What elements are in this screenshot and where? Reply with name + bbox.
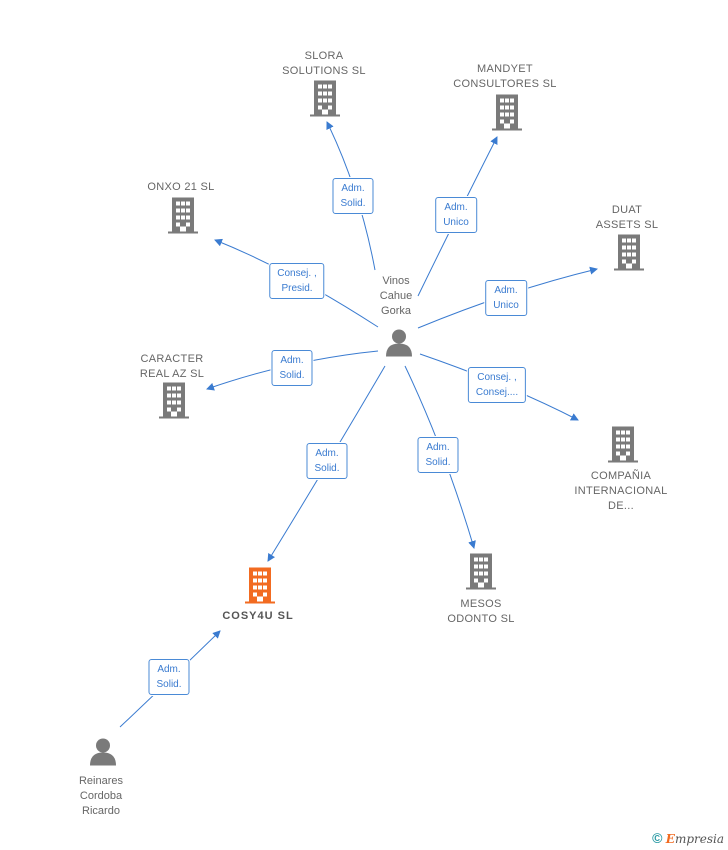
role-mesos[interactable]: Adm. Solid. [417,437,459,473]
empresia-watermark[interactable]: © Empresia [652,830,724,846]
duat-label[interactable]: DUAT ASSETS SL [595,204,659,231]
bottom-person-label[interactable]: Reinares Cordoba Ricardo [78,775,124,817]
role-compania[interactable]: Consej. , Consej.... [467,367,527,403]
mesos-label[interactable]: MESOS ODONTO SL [447,598,515,625]
role-reinares[interactable]: Adm. Solid. [148,659,190,695]
brand-name: Empresia [665,832,724,846]
bottom-person-icon[interactable] [88,738,118,771]
onxo-building-icon[interactable] [168,197,198,239]
center-person-label[interactable]: Vinos Cahue Gorka [379,275,413,317]
caracter-label[interactable]: CARACTER REAL AZ SL [139,353,205,380]
cosy4u-building-icon[interactable] [245,567,275,609]
compania-label[interactable]: COMPAÑIA INTERNACIONAL DE... [574,470,668,512]
role-slora[interactable]: Adm. Solid. [332,178,374,214]
slora-building-icon[interactable] [310,80,340,122]
compania-building-icon[interactable] [608,426,638,468]
center-person-icon[interactable] [384,329,414,362]
role-mandyet[interactable]: Adm. Unico [435,197,477,233]
role-caracter[interactable]: Adm. Solid. [271,350,313,386]
duat-building-icon[interactable] [614,234,644,276]
copyright-icon: © [652,830,663,846]
onxo-label[interactable]: ONXO 21 SL [147,181,215,193]
slora-label[interactable]: SLORA SOLUTIONS SL [282,50,366,77]
role-onxo[interactable]: Consej. , Presid. [269,263,325,299]
caracter-building-icon[interactable] [159,382,189,424]
mandyet-label[interactable]: MANDYET CONSULTORES SL [453,63,557,90]
mesos-building-icon[interactable] [466,553,496,595]
cosy4u-label[interactable]: COSY4U SL [222,610,294,622]
role-duat[interactable]: Adm. Unico [485,280,527,316]
mandyet-building-icon[interactable] [492,94,522,136]
role-cosy[interactable]: Adm. Solid. [306,443,348,479]
